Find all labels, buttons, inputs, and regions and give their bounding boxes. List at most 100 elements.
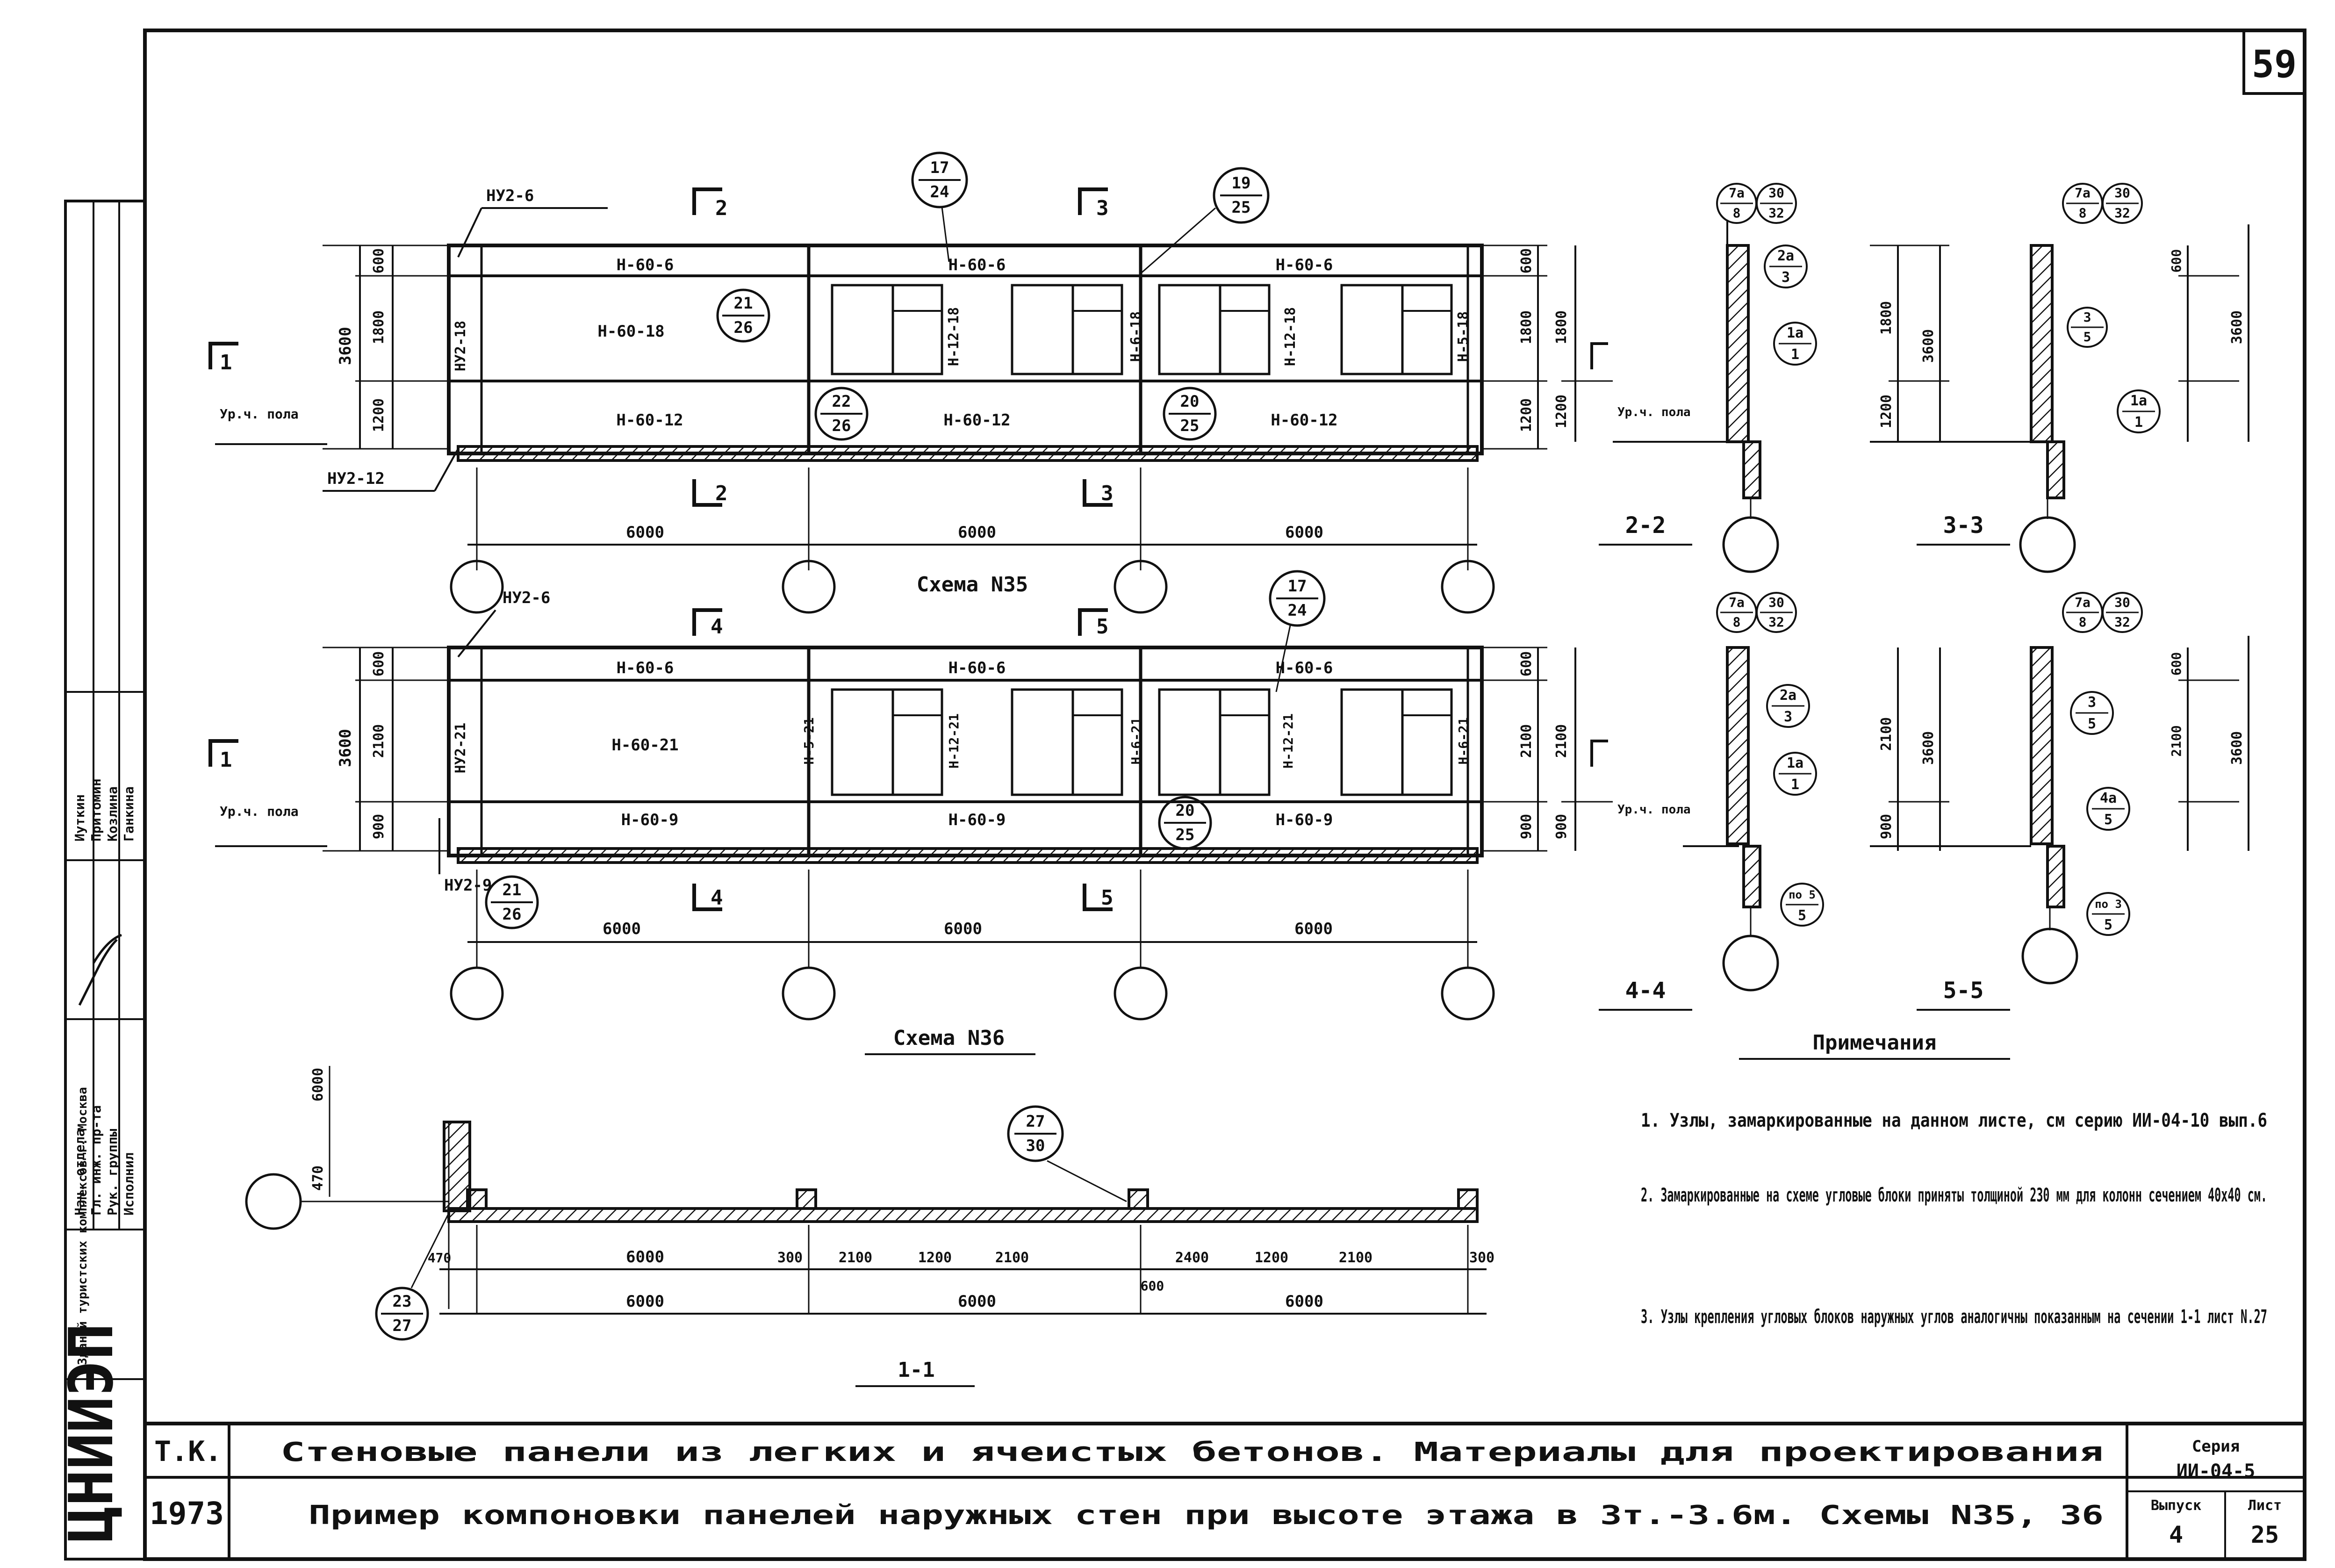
s35-panel-bot-2: Н-60-12: [943, 411, 1010, 430]
sheet-number: 59: [2252, 43, 2297, 86]
s35-dim-r-600: 600: [1518, 248, 1535, 273]
s35-dim-r-1200: 1200: [1518, 398, 1535, 432]
s36-level: Ур.ч. пола: [220, 804, 299, 819]
svg-text:22: 22: [832, 392, 851, 411]
sec55-dim-2: 900: [1878, 814, 1895, 839]
s36-section-4-bot: 4: [711, 886, 723, 910]
plan-d2-3: 6000: [1285, 1292, 1323, 1311]
svg-text:17: 17: [1288, 577, 1307, 596]
sec55-c2b: 32: [2114, 614, 2130, 630]
svg-text:19: 19: [1232, 174, 1251, 193]
plan-d1-5: 2100: [995, 1250, 1029, 1266]
sec22-c1b: 8: [1733, 205, 1741, 221]
plan-d1-8: 2100: [1339, 1250, 1372, 1266]
s36-panel-bot-1: Н-60-9: [621, 811, 679, 829]
s36-dim-r-600: 600: [1518, 651, 1535, 676]
plan-d1-0: 470: [428, 1250, 452, 1266]
s35-dim-l-600: 600: [371, 248, 387, 273]
sec55-dim-1: 2100: [1878, 717, 1895, 751]
note-2: 2. Замаркированные на схеме угловые блок…: [1641, 1185, 2267, 1206]
svg-text:27: 27: [393, 1316, 412, 1335]
svg-text:25: 25: [1180, 417, 1200, 435]
s36-panel-mid-6: Н-6-21: [1456, 717, 1471, 764]
s36-plinth: [457, 847, 1479, 864]
svg-text:26: 26: [503, 905, 522, 924]
svg-text:17: 17: [930, 158, 949, 177]
s35-section-2-bot: 2: [715, 482, 728, 505]
scheme-36: Н-60-6 Н-60-6 Н-60-6 Н-60-21 Н-5-21 Н-12…: [208, 570, 1547, 1055]
sec33-dim-1: 1200: [1878, 395, 1895, 428]
s36-dim-r-900: 900: [1518, 814, 1535, 839]
svg-text:27: 27: [1026, 1112, 1045, 1131]
sheet-number-box: [2242, 29, 2306, 95]
sec55-c3a: 3: [2088, 694, 2096, 711]
svg-text:24: 24: [1288, 601, 1307, 620]
s35-dim-b-3: 6000: [1285, 523, 1323, 542]
svg-text:26: 26: [734, 318, 753, 337]
stamp-role-1: Нач. отдела: [72, 1129, 87, 1216]
sec33-dim-0: 3600: [1920, 329, 1937, 363]
stamp-org: Зданий туристских комплексов г. Москва: [76, 1087, 90, 1365]
s35-dim-l-1200: 1200: [371, 398, 387, 432]
sec33-c2a: 30: [2114, 185, 2130, 201]
sec22-dim-2: 1200: [1553, 395, 1570, 428]
sec33-c3b: 5: [2084, 329, 2091, 345]
tb-series-label: Серия: [2192, 1437, 2240, 1456]
sec55-c4b: 5: [2104, 812, 2112, 828]
sec55-c1a: 7а: [2075, 595, 2091, 610]
svg-text:24: 24: [930, 183, 949, 201]
s35-corner-bot: НУ2-12: [327, 469, 385, 488]
svg-text:23: 23: [393, 1292, 412, 1311]
signatures: [78, 934, 122, 1006]
plan-corner-wall: [443, 1121, 471, 1212]
side-stamp: ЦНИИЭП Зданий туристских комплексов г. М…: [56, 200, 146, 1561]
s36-dim-b-3: 6000: [1294, 920, 1333, 938]
tb-sheet-label: Лист: [2248, 1497, 2282, 1514]
s35-dim-b-1: 6000: [626, 523, 664, 542]
s35-dim-b-2: 6000: [958, 523, 996, 542]
s36-panel-top-3: Н-60-6: [1276, 659, 1333, 677]
svg-text:26: 26: [832, 417, 851, 435]
tb-org: Т.К.: [154, 1435, 222, 1468]
s35-windows: [831, 284, 1453, 375]
stamp-role-2: Гл. инж. пр-та: [88, 1105, 104, 1216]
s36-dim-b-2: 6000: [944, 920, 982, 938]
s36-dim-r-2100: 2100: [1518, 724, 1535, 758]
s35-panel-top-3: Н-60-6: [1276, 256, 1333, 274]
s35-panel-top-1: Н-60-6: [617, 256, 674, 274]
s35-panel-mid-4: Н-6-18: [1128, 311, 1144, 362]
notes-heading: Примечания: [1813, 1031, 1937, 1055]
s35-panel-mid-2: Н-12-18: [946, 307, 962, 366]
stamp-role-4: Исполнил: [121, 1152, 137, 1216]
plan-d2-1: 6000: [958, 1292, 996, 1311]
note-1: 1. Узлы, замаркированные на данном листе…: [1641, 1110, 2267, 1131]
sec55-c5b: 5: [2104, 917, 2112, 933]
sec55-c1b: 8: [2079, 614, 2087, 630]
s36-windows: [831, 688, 1453, 796]
sec22-c2a: 30: [1768, 185, 1784, 201]
s36-panel-mid-2: Н-5-21: [801, 717, 817, 764]
plan-d1-2: 300: [777, 1250, 803, 1266]
svg-text:30: 30: [1026, 1136, 1045, 1155]
s36-panel-bot-2: Н-60-9: [948, 811, 1006, 829]
sec44-c5b: 5: [1798, 907, 1806, 924]
s35-section-3-bot: 3: [1101, 482, 1114, 505]
sec22-c3a: 2а: [1777, 248, 1794, 264]
s36-label: Схема N36: [893, 1026, 1005, 1050]
s35-section-3-top: 3: [1096, 196, 1109, 220]
plan-1-1: 6000 470 470 6000 300 2100 1200 2100 240…: [245, 1066, 1494, 1387]
sec55-dim-3: 600: [2169, 652, 2184, 676]
svg-text:21: 21: [503, 881, 522, 899]
svg-text:25: 25: [1232, 198, 1251, 217]
stamp-name-4: Ганкина: [121, 786, 137, 842]
sec55-dim-4: 2100: [2169, 725, 2184, 756]
s35-level: Ур.ч. пола: [220, 406, 299, 422]
plan-wall-strip: [447, 1207, 1479, 1223]
s35-dim-l-1800: 1800: [371, 310, 387, 344]
sec55-dim-0: 3600: [1920, 731, 1937, 765]
